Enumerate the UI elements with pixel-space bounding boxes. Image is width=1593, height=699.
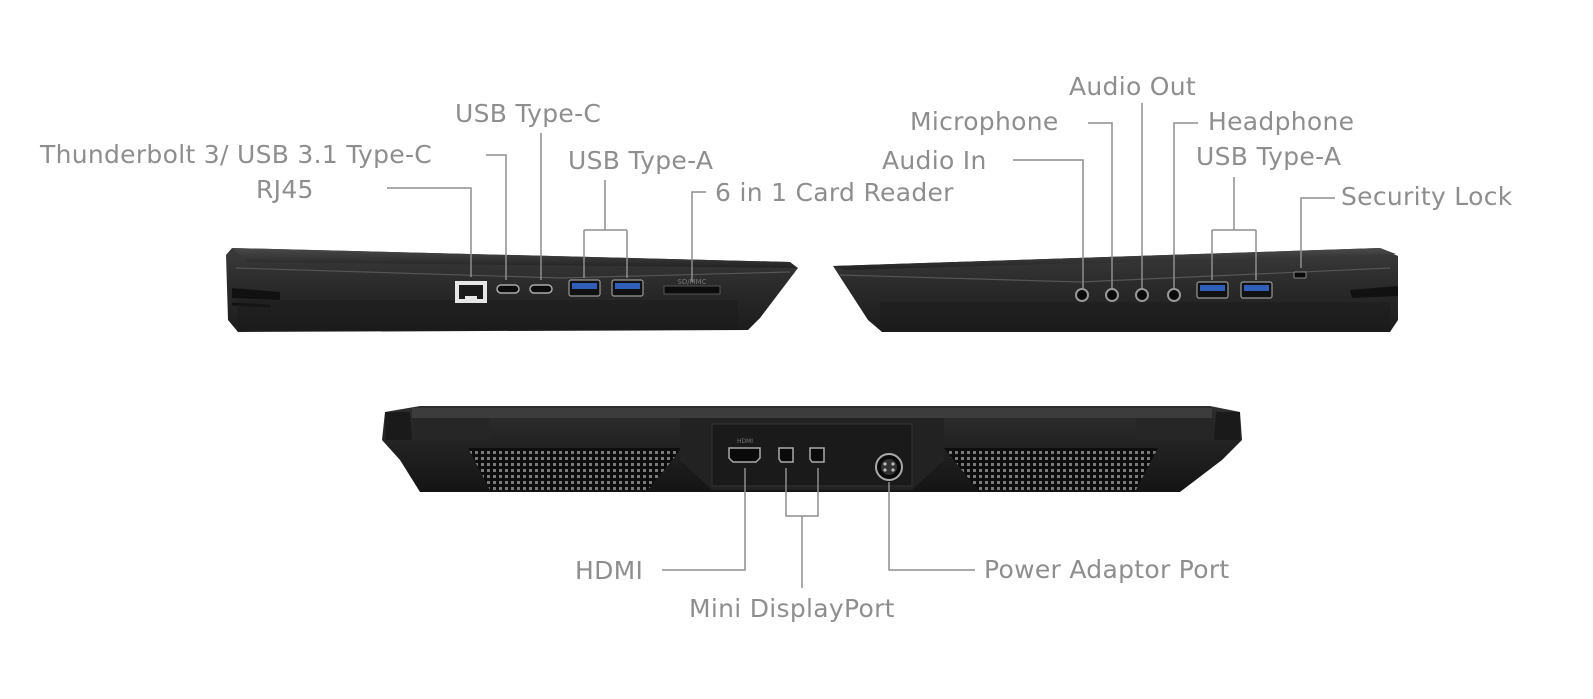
headphone-jack (1167, 288, 1181, 302)
label-power: Power Adaptor Port (984, 555, 1230, 584)
rj45-port (455, 281, 487, 303)
leader-power (888, 482, 975, 571)
usb-a-port (1196, 281, 1229, 299)
audio-out-jack (1135, 288, 1149, 302)
leader-thunderbolt (486, 154, 507, 280)
label-audio-in: Audio In (882, 146, 987, 175)
label-thunderbolt: Thunderbolt 3/ USB 3.1 Type-C (40, 140, 433, 169)
usb-a-port (1240, 281, 1273, 299)
leader-rj45 (387, 187, 472, 277)
mini-displayport (809, 447, 825, 463)
label-audio-out: Audio Out (1069, 72, 1197, 101)
leader-lines (387, 103, 1335, 588)
label-usb-a-left: USB Type-A (568, 146, 714, 175)
hdmi-marking: HDMI (737, 438, 753, 445)
leader-microphone (1088, 122, 1113, 288)
leader-usb-a-left (583, 180, 628, 278)
label-usb-c: USB Type-C (455, 99, 602, 128)
label-card-reader: 6 in 1 Card Reader (715, 178, 954, 207)
label-security-lock: Security Lock (1341, 182, 1513, 211)
microphone-jack (1105, 288, 1119, 302)
security-lock-slot (1293, 271, 1307, 279)
leader-audio-in (1013, 159, 1084, 288)
hdmi-port: HDMI (728, 438, 761, 463)
left-side-laptop: SD/MMC (226, 248, 798, 332)
usb-a-port (568, 279, 601, 297)
label-hdmi: HDMI (575, 556, 644, 585)
leader-headphone (1173, 122, 1198, 288)
label-mini-displayport: Mini DisplayPort (689, 594, 895, 623)
leader-mini-displayport (785, 468, 819, 588)
thunderbolt-port (496, 284, 520, 294)
left-vent (468, 448, 682, 490)
right-side-laptop (833, 248, 1398, 332)
usb-c-port (529, 284, 553, 294)
label-headphone: Headphone (1208, 107, 1355, 136)
mini-displayport (778, 447, 794, 463)
leader-security-lock (1300, 197, 1335, 268)
label-rj45: RJ45 (256, 175, 314, 204)
rear-laptop: HDMI (382, 406, 1242, 492)
right-vent (944, 448, 1158, 490)
label-microphone: Microphone (910, 107, 1059, 136)
leader-hdmi (662, 468, 746, 571)
audio-in-jack (1075, 288, 1089, 302)
leader-usb-a-right (1211, 177, 1257, 280)
leader-card-reader (691, 191, 706, 282)
label-usb-a-right: USB Type-A (1196, 142, 1342, 171)
usb-a-port (611, 279, 644, 297)
power-adaptor-port (875, 453, 903, 481)
